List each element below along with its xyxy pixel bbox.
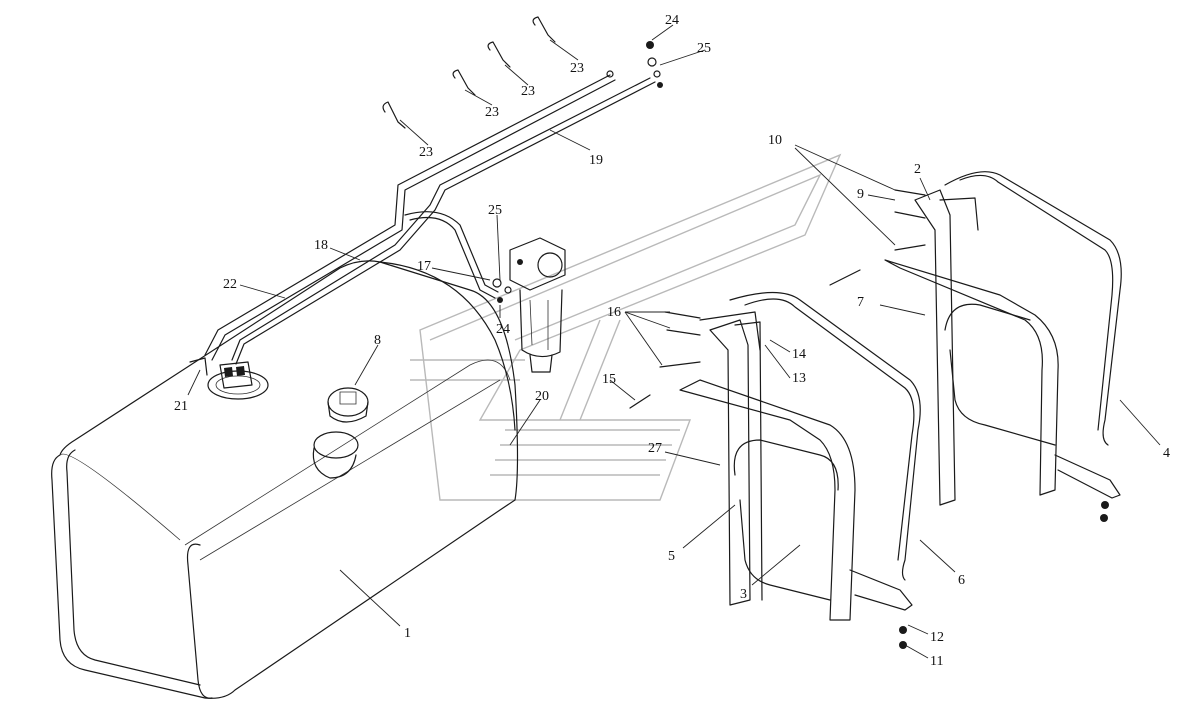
fittings	[646, 41, 663, 88]
label-24-a: 24	[665, 13, 679, 28]
label-11: 11	[930, 654, 943, 669]
label-23-c: 23	[521, 84, 535, 99]
right-bracket	[829, 171, 1122, 522]
fuel-tank-body	[51, 260, 519, 699]
label-21: 21	[174, 399, 188, 414]
label-4: 4	[1163, 446, 1170, 461]
label-23-d: 23	[570, 61, 584, 76]
label-7: 7	[857, 295, 864, 310]
label-27: 27	[648, 441, 662, 456]
label-12: 12	[930, 630, 944, 645]
middle-bracket	[629, 291, 921, 649]
label-13: 13	[792, 371, 806, 386]
label-22: 22	[223, 277, 237, 292]
leader-lines	[187, 24, 1161, 659]
label-8: 8	[374, 333, 381, 348]
label-6: 6	[958, 573, 965, 588]
fuel-filter	[492, 237, 566, 373]
watermark-logo	[410, 153, 842, 501]
label-15: 15	[602, 372, 616, 387]
label-17: 17	[417, 259, 431, 274]
label-19: 19	[589, 153, 603, 168]
label-23-a: 23	[419, 145, 433, 160]
label-9: 9	[857, 187, 864, 202]
label-16: 16	[607, 305, 621, 320]
label-5: 5	[668, 549, 675, 564]
label-2: 2	[914, 162, 921, 177]
label-25-a: 25	[697, 41, 711, 56]
part-labels: 1 2 3 4 5 6 7 8 9 10 11 12 13 14 15 16 1…	[174, 13, 1170, 669]
label-14: 14	[792, 347, 806, 362]
label-1: 1	[404, 626, 411, 641]
label-20: 20	[535, 389, 549, 404]
label-25-b: 25	[488, 203, 502, 218]
clips-23	[382, 16, 556, 129]
label-24-b: 24	[496, 322, 510, 337]
label-18: 18	[314, 238, 328, 253]
label-3: 3	[740, 587, 747, 602]
label-10: 10	[768, 133, 782, 148]
label-23-b: 23	[485, 105, 499, 120]
fuel-lines	[204, 70, 656, 365]
